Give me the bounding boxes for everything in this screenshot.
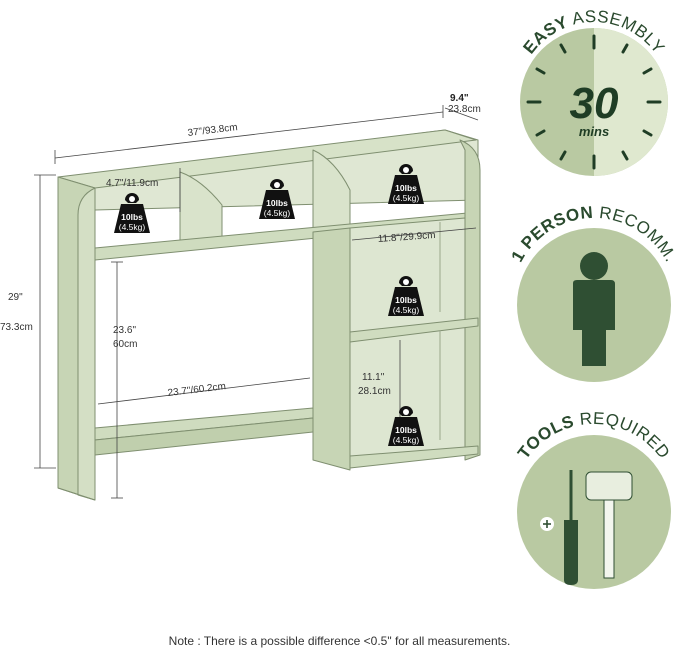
dimension-lines bbox=[34, 105, 479, 499]
weight-icon: 10lbs (4.5kg) bbox=[259, 179, 295, 219]
opening-height-cm-label: 60cm bbox=[113, 339, 137, 350]
cubby-width-label: 11.8"/29.9cm bbox=[377, 230, 435, 245]
depth-cm-label: 23.8cm bbox=[448, 104, 481, 115]
weight-icon: 10lbs (4.5kg) bbox=[388, 276, 424, 316]
clock-badge: 30 mins bbox=[520, 28, 668, 176]
tools-badge bbox=[517, 435, 671, 589]
screwdriver-icon bbox=[540, 470, 578, 585]
bottom-cubby-height-cm-label: 28.1cm bbox=[358, 386, 391, 397]
height-in-label: 29" bbox=[8, 292, 23, 303]
svg-text:10lbs: 10lbs bbox=[266, 198, 288, 208]
assembly-minutes: 30 bbox=[570, 79, 619, 128]
svg-text:(4.5kg): (4.5kg) bbox=[393, 193, 420, 203]
svg-text:10lbs: 10lbs bbox=[395, 183, 417, 193]
person-icon bbox=[573, 252, 615, 366]
shelf-illustration bbox=[57, 129, 481, 501]
assembly-unit: mins bbox=[579, 124, 609, 139]
depth-in-label: 9.4" bbox=[450, 93, 469, 104]
bottom-cubby-height-in-label: 11.1" bbox=[362, 372, 385, 383]
width-label: 37"/93.8cm bbox=[187, 122, 238, 139]
clock-ticks-icon bbox=[526, 34, 662, 170]
opening-height-in-label: 23.6" bbox=[113, 325, 136, 336]
person-badge bbox=[517, 228, 671, 382]
svg-text:(4.5kg): (4.5kg) bbox=[264, 208, 291, 218]
weight-icon: 10lbs (4.5kg) bbox=[388, 164, 424, 204]
svg-text:(4.5kg): (4.5kg) bbox=[119, 222, 146, 232]
weight-icon: 10lbs (4.5kg) bbox=[388, 406, 424, 446]
svg-text:10lbs: 10lbs bbox=[395, 425, 417, 435]
weight-icon: 10lbs (4.5kg) bbox=[114, 193, 150, 233]
small-cubby-height-label: 4.7"/11.9cm bbox=[106, 178, 158, 189]
svg-text:10lbs: 10lbs bbox=[121, 212, 143, 222]
height-cm-label: 73.3cm bbox=[0, 322, 33, 333]
svg-text:10lbs: 10lbs bbox=[395, 295, 417, 305]
measurement-note: Note : There is a possible difference <0… bbox=[168, 634, 511, 648]
mallet-icon bbox=[585, 471, 633, 579]
svg-text:(4.5kg): (4.5kg) bbox=[393, 435, 420, 445]
opening-width-label: 23.7"/60.2cm bbox=[167, 381, 226, 399]
svg-text:(4.5kg): (4.5kg) bbox=[393, 305, 420, 315]
